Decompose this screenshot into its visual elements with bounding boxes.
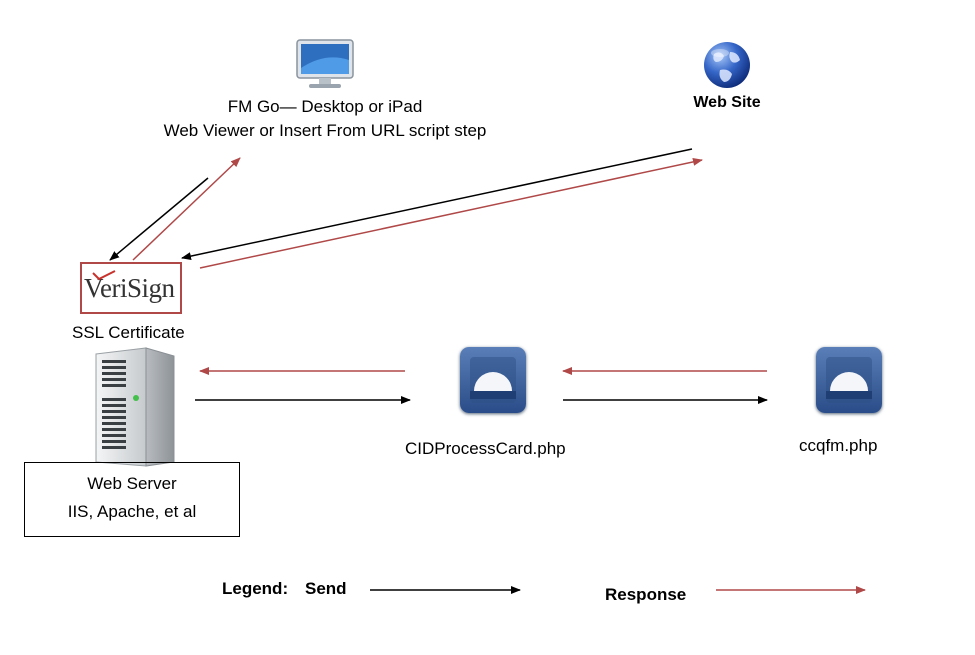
web-server-box: Web Server IIS, Apache, et al bbox=[24, 462, 240, 537]
legend-response-label: Response bbox=[605, 585, 687, 604]
globe-icon bbox=[704, 42, 750, 88]
fm-go-title: FM Go— Desktop or iPad bbox=[227, 97, 423, 116]
lock-icon bbox=[460, 347, 526, 413]
web-site-label: Web Site bbox=[693, 94, 761, 111]
checkmark-icon bbox=[92, 270, 116, 281]
legend-title: Legend: bbox=[222, 579, 289, 598]
verisign-logo: VeriSign bbox=[80, 262, 182, 314]
response-arrow-verisign-to-website bbox=[199, 157, 703, 269]
send-arrow-website-to-verisign bbox=[181, 148, 693, 261]
response-arrow-verisign-to-fmgo bbox=[132, 157, 241, 261]
monitor-icon bbox=[296, 39, 354, 88]
fm-go-node: FM Go— Desktop or iPad Web Viewer or Ins… bbox=[150, 38, 500, 143]
send-arrow-fmgo-to-verisign bbox=[109, 177, 209, 261]
ccqfm-label: ccqfm.php bbox=[799, 436, 878, 455]
server-icon bbox=[95, 347, 175, 467]
web-site-node: Web Site bbox=[680, 40, 774, 115]
web-server-title: Web Server bbox=[87, 474, 177, 493]
fm-go-subtitle: Web Viewer or Insert From URL script ste… bbox=[163, 121, 487, 140]
legend-send-label: Send bbox=[305, 579, 347, 598]
lock-icon bbox=[816, 347, 882, 413]
cid-process-label: CIDProcessCard.php bbox=[405, 439, 566, 458]
web-server-subtitle: IIS, Apache, et al bbox=[67, 502, 197, 521]
ssl-certificate-caption: SSL Certificate bbox=[72, 323, 185, 342]
